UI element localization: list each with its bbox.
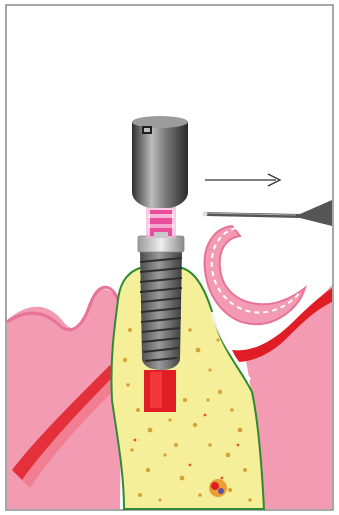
abutment-cap [132,116,188,208]
osteotomy-highlight [150,372,162,408]
implant-body [140,250,182,370]
implant-collar [138,236,184,252]
connection-glow [146,206,176,238]
marrow-vessel [209,479,227,497]
